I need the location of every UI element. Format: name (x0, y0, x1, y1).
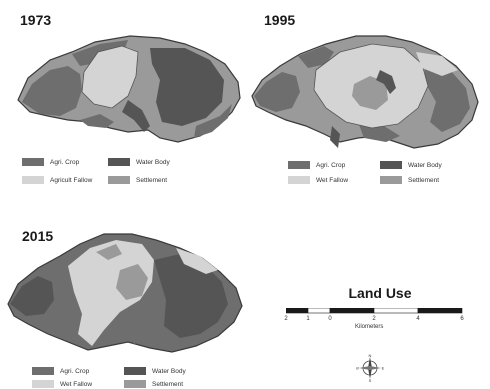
map-1995-fallow-northeast (416, 52, 458, 76)
compass-n-label: N (369, 354, 372, 358)
map-title: Land Use (348, 285, 412, 301)
water-body-swatch (124, 367, 146, 375)
map-1973-crop-southeast (194, 104, 232, 138)
legend-item: Agri. Crop (288, 161, 345, 169)
map-2015-settlement-north (96, 244, 122, 260)
legend-label: Agri. Crop (316, 161, 346, 169)
legend-label: Water Body (408, 161, 442, 169)
legend-label: Wet Fallow (60, 380, 93, 388)
map-1973-crop-west (22, 66, 82, 116)
agri-crop-swatch (32, 367, 54, 375)
legend-label: Water Body (136, 158, 170, 166)
map-1973-fallow-center (81, 45, 139, 109)
fallow-swatch (22, 176, 44, 184)
scale-tick-label: 6 (460, 316, 464, 322)
map-2015-settlement (116, 264, 148, 300)
land-use-map-2015 (7, 233, 243, 353)
compass-w-label: W (356, 366, 359, 371)
map-2015-fallow-east (176, 248, 218, 274)
scale-tick-label: 4 (416, 316, 420, 322)
settlement-swatch (108, 176, 130, 184)
year-label-1995: 1995 (264, 12, 296, 28)
water-body-swatch (108, 158, 130, 166)
legend-item: Water Body (124, 367, 186, 375)
year-label-1973: 1973 (20, 12, 52, 28)
map-1995-crop-west (254, 72, 300, 112)
scale-tick-label: 2 (372, 316, 376, 322)
map-1973-crop-east (150, 48, 224, 126)
legend-item: Agri. Crop (22, 158, 79, 166)
scale-tick-label: 2 (284, 316, 288, 322)
legend-label: Settlement (136, 176, 168, 184)
map-2015-water-stream (122, 314, 146, 344)
land-use-map-1995 (251, 35, 479, 149)
legend-label: Agricult Fallow (50, 176, 93, 184)
year-label-2015: 2015 (22, 228, 54, 244)
legend-label: Agri. Crop (50, 158, 80, 166)
legend-item: Settlement (124, 380, 183, 388)
water-body-swatch (380, 161, 402, 169)
fallow-swatch (288, 176, 310, 184)
legend-item: Wet Fallow (32, 380, 92, 388)
scale-bar (286, 308, 463, 314)
compass-s-label: S (369, 378, 372, 382)
legend-label: Settlement (152, 380, 184, 388)
land-use-map-1973 (17, 35, 241, 143)
scale-tick-label: 1 (306, 316, 310, 322)
legend-label: Water Body (152, 367, 186, 375)
legend-label: Settlement (408, 176, 440, 184)
legend-item: Wet Fallow (288, 176, 348, 184)
settlement-swatch (380, 176, 402, 184)
map-2015-crop-east (154, 254, 228, 338)
map-1973-crop-south (80, 114, 114, 128)
legend-label: Agri. Crop (60, 367, 90, 375)
map-1995-settlement-core (352, 76, 388, 110)
legend-label: Wet Fallow (316, 176, 349, 184)
legend-item: Agri. Crop (32, 367, 89, 375)
compass-e-label: E (382, 366, 384, 371)
map-1995-crop-northwest (298, 46, 334, 68)
map-1995-crop-east (424, 64, 470, 132)
legend-item: Settlement (380, 176, 439, 184)
legend-item: Water Body (380, 161, 442, 169)
compass-rose-icon: N S W E (356, 354, 384, 382)
map-1973-water-stream (122, 100, 150, 132)
settlement-swatch (124, 380, 146, 388)
legend-item: Settlement (108, 176, 167, 184)
fallow-swatch (32, 380, 54, 388)
scale-tick-label: 0 (328, 316, 332, 322)
map-2015-crop-west (10, 276, 54, 316)
map-1995-water-body (376, 70, 396, 94)
scale-unit-label: Kilometers (355, 324, 384, 330)
legend-item: Water Body (108, 158, 170, 166)
map-1995-water-stream (330, 126, 340, 148)
legend-item: Agricult Fallow (22, 176, 92, 184)
agri-crop-swatch (22, 158, 44, 166)
agri-crop-swatch (288, 161, 310, 169)
